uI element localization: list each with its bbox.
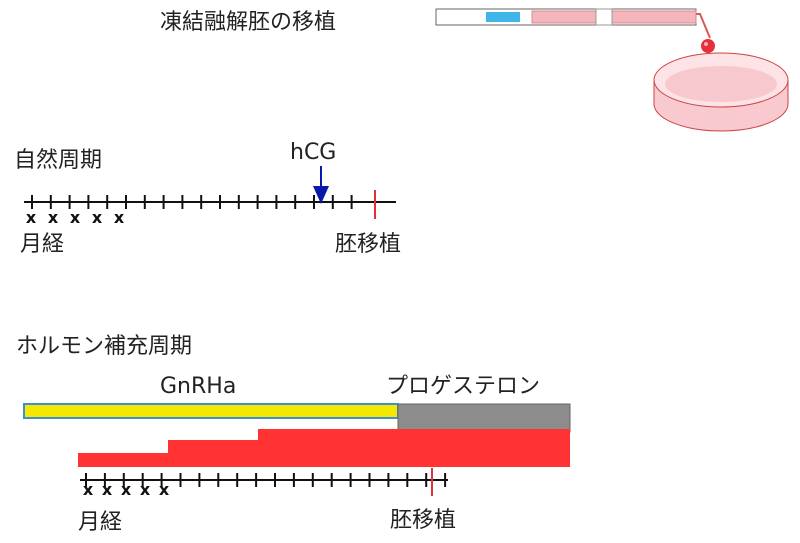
gnrha-label: GnRHa xyxy=(160,374,237,399)
natural-menses-mark: x xyxy=(70,208,81,227)
hrt-menses-mark: x xyxy=(121,480,132,499)
page-title: 凍結融解胚の移植 xyxy=(160,10,337,35)
transfer-catheter-icon xyxy=(435,8,711,39)
hrt-cycle-title: ホルモン補充周期 xyxy=(16,334,193,359)
hrt-cycle-ticks xyxy=(85,473,447,487)
hcg-arrow-icon xyxy=(313,166,329,204)
hrt-cycle-bars xyxy=(23,403,571,467)
hrt-menses-mark: x xyxy=(159,480,170,499)
culture-dish-icon xyxy=(653,52,789,132)
hrt-transfer-label: 胚移植 xyxy=(390,508,457,533)
gnrha-bar xyxy=(23,403,399,419)
hcg-label: hCG xyxy=(290,140,337,165)
hrt-menses-mark: x xyxy=(83,480,94,499)
progesterone-bar xyxy=(397,403,571,433)
estrogen-bar xyxy=(78,429,570,467)
hrt-menses-label: 月経 xyxy=(78,510,123,535)
natural-cycle-title: 自然周期 xyxy=(14,148,103,173)
natural-menses-mark: x xyxy=(26,208,37,227)
natural-menses-mark: x xyxy=(92,208,103,227)
hrt-menses-mark: x xyxy=(102,480,113,499)
natural-transfer-label: 胚移植 xyxy=(335,232,402,257)
natural-cycle-ticks xyxy=(31,195,353,209)
natural-menses-label: 月経 xyxy=(20,232,65,257)
natural-menses-mark: x xyxy=(114,208,125,227)
natural-menses-mark: x xyxy=(48,208,59,227)
hrt-menses-mark: x xyxy=(140,480,151,499)
progesterone-label: プロゲステロン xyxy=(386,374,541,399)
